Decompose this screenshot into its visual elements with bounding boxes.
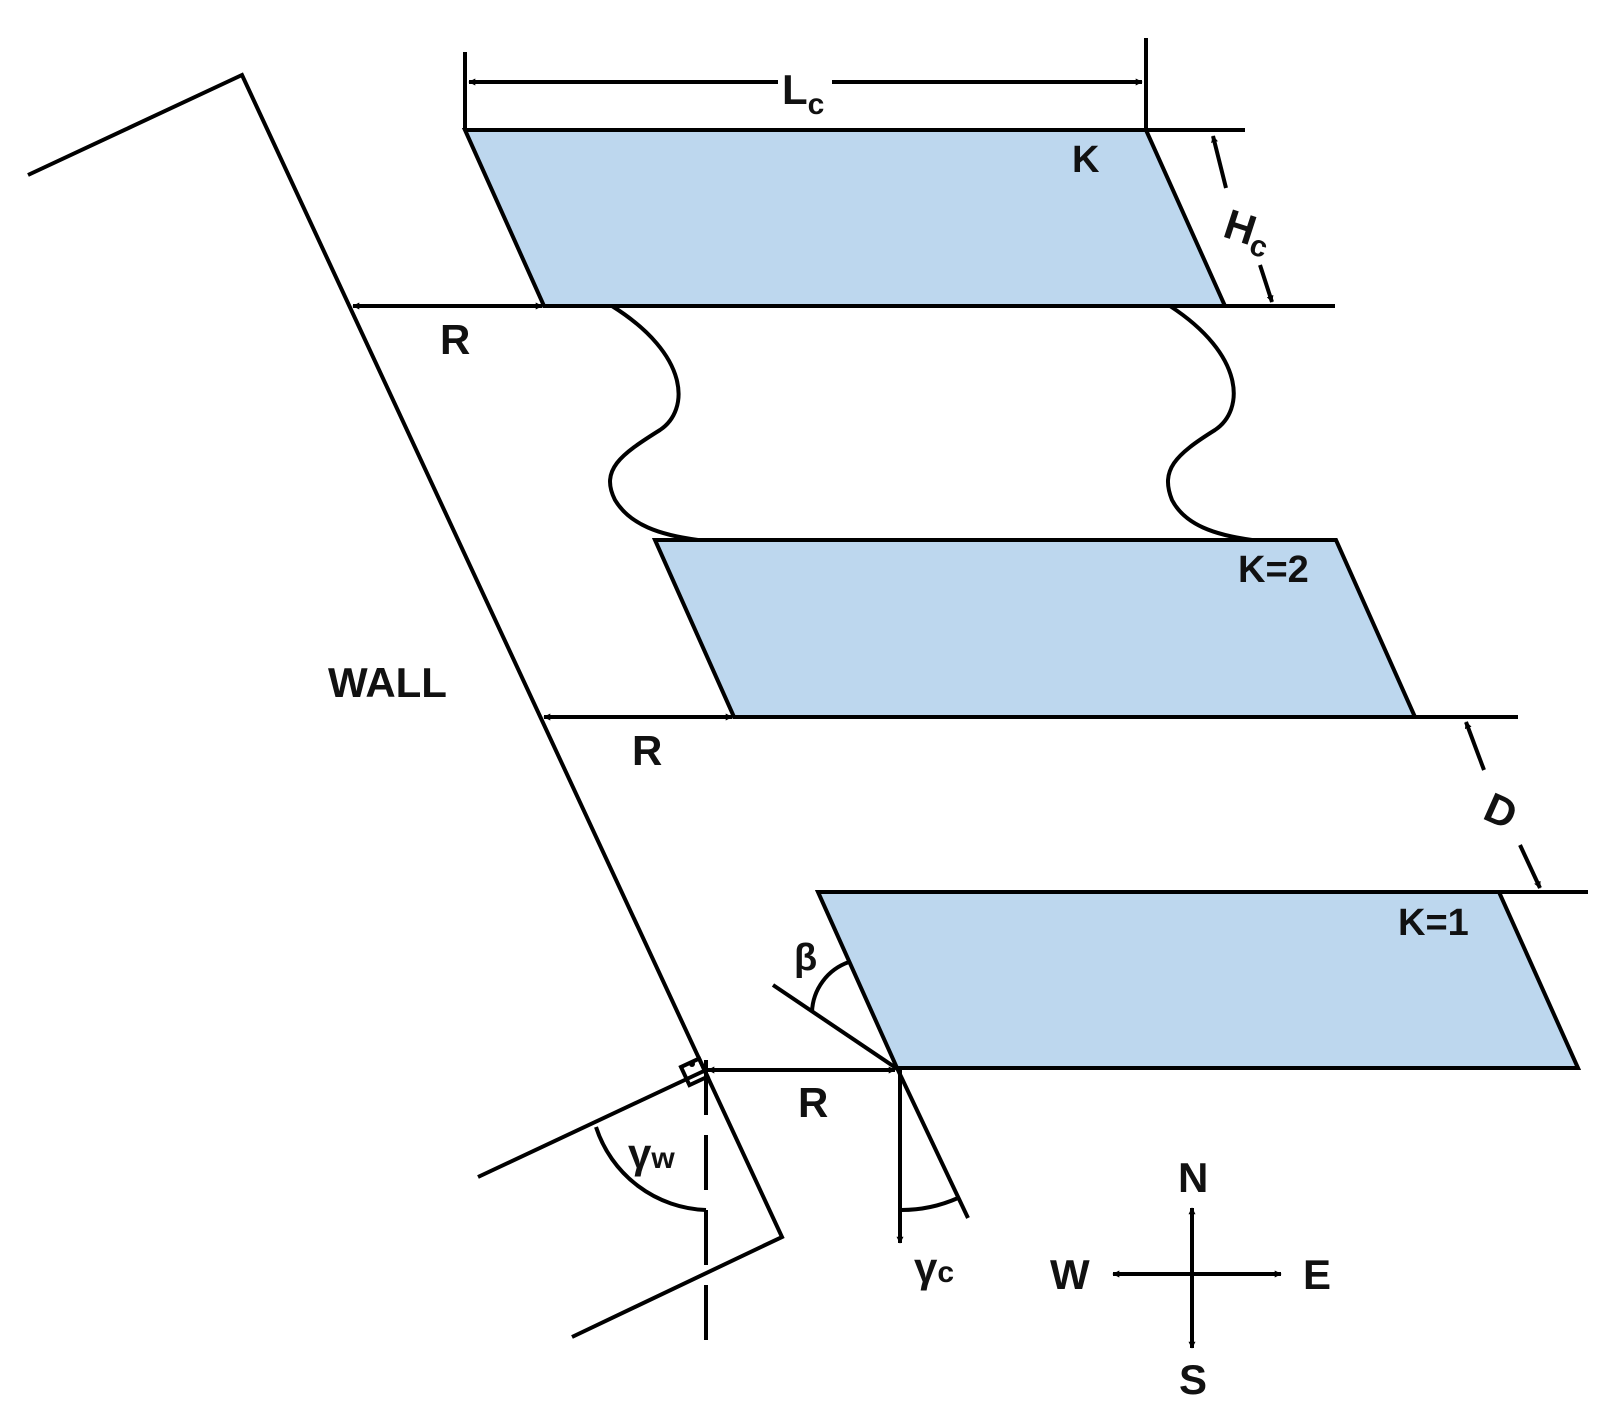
collector-panel-bottom <box>814 890 1582 1070</box>
compass-east: E <box>1303 1251 1331 1298</box>
break-line-left <box>608 304 699 542</box>
label-length-sub: c <box>808 88 825 121</box>
wall-normal-line <box>477 1068 707 1179</box>
label-row-bottom: K=1 <box>1398 902 1469 944</box>
right-angle-dot <box>689 1061 695 1067</box>
label-wall-azimuth-sub: w <box>650 1142 675 1175</box>
compass-icon: N S W E <box>1050 1154 1331 1403</box>
label-row-distance: D <box>1477 783 1524 838</box>
label-length-main: L <box>782 66 808 113</box>
compass-south: S <box>1179 1356 1207 1403</box>
collector-azimuth-arc <box>899 1196 959 1213</box>
label-spacing-top: R <box>440 316 470 363</box>
collector-panel-top <box>461 128 1229 308</box>
d-arrow-up <box>1464 721 1486 771</box>
label-collector-azimuth: γc <box>914 1244 954 1291</box>
label-spacing-middle: R <box>632 727 662 774</box>
hc-arrow-down <box>1258 264 1274 303</box>
label-collector-azimuth-main: γ <box>914 1244 938 1291</box>
label-tilt-angle: β <box>794 937 817 979</box>
label-wall: WALL <box>328 659 447 706</box>
label-row-middle: K=2 <box>1238 549 1309 591</box>
label-wall-azimuth-main: γ <box>628 1130 652 1177</box>
break-line-right <box>1166 304 1253 542</box>
label-row-top: K <box>1072 139 1100 181</box>
d-arrow-down <box>1518 844 1542 889</box>
tilt-reference-line <box>771 983 901 1072</box>
label-wall-azimuth: γw <box>628 1130 675 1177</box>
collector-edge-extension <box>895 1067 970 1219</box>
tilt-angle-arc <box>810 960 850 1013</box>
compass-north: N <box>1178 1154 1208 1201</box>
wall-outline <box>27 72 785 1339</box>
label-collector-azimuth-sub: c <box>937 1256 954 1289</box>
label-length: Lc <box>782 66 824 121</box>
wall-azimuth-arc <box>594 1126 707 1212</box>
label-height: Hc <box>1217 200 1278 265</box>
hc-arrow-up <box>1211 135 1228 189</box>
compass-west: W <box>1050 1251 1090 1298</box>
label-spacing-bottom: R <box>798 1079 828 1126</box>
